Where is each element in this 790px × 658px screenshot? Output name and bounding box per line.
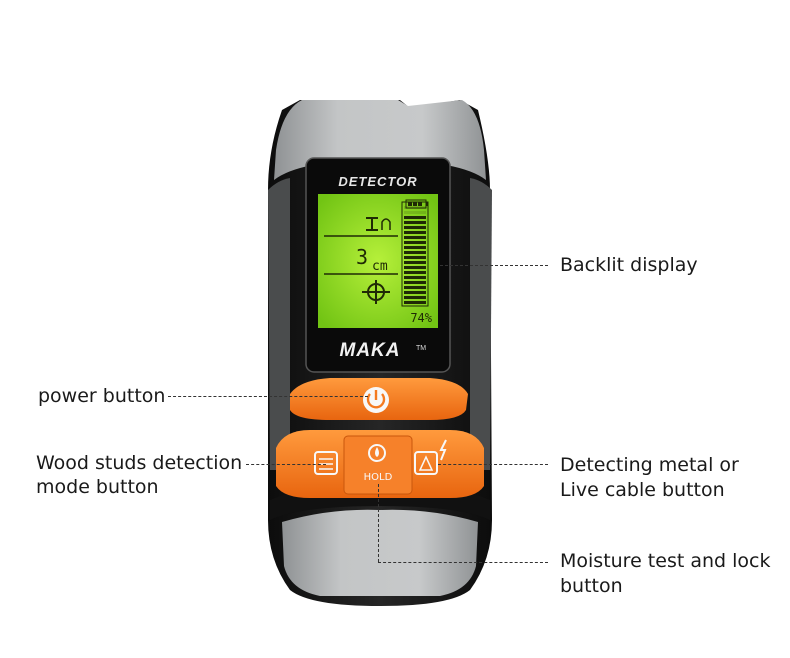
metal-leader-line: [438, 464, 548, 465]
signal-bar-segment: [404, 231, 426, 234]
signal-bar-segment: [404, 241, 426, 244]
power-button[interactable]: [363, 387, 389, 413]
power-icon: [366, 393, 386, 409]
detector-header-label: DETECTOR: [338, 174, 417, 189]
signal-bar-segment: [404, 251, 426, 254]
battery-icon: [405, 199, 428, 209]
wood-leader-line: [246, 464, 326, 465]
signal-bar-segment: [404, 286, 426, 289]
brand-trademark: TM: [416, 345, 426, 352]
lightning-icon: [439, 439, 447, 461]
signal-bar-segment: [404, 226, 426, 229]
signal-bar-segment: [404, 216, 426, 219]
signal-bar-segment: [404, 266, 426, 269]
power-leader-line: [168, 396, 368, 397]
bottom-grip: [282, 509, 478, 596]
signal-bar-segment: [404, 246, 426, 249]
signal-bar-segment: [404, 296, 426, 299]
brand-logo: MAKA: [340, 340, 401, 361]
signal-bar-segment: [404, 261, 426, 264]
wood-mode-icon: [366, 217, 391, 231]
signal-strength-meter: [401, 201, 429, 307]
signal-bar-segment: [404, 256, 426, 259]
metal-icon: [418, 455, 434, 471]
signal-bar-segment: [404, 236, 426, 239]
callout-moisture-line1: Moisture test and lock: [560, 550, 771, 572]
signal-bar-segment: [404, 291, 426, 294]
signal-bar-segment: [404, 276, 426, 279]
moisture-leader-vertical: [378, 484, 379, 562]
callout-power-button: power button: [38, 385, 166, 407]
callout-wood-studs-line1: Wood studs detection: [36, 452, 243, 474]
metal-live-cable-button[interactable]: [414, 439, 447, 475]
moisture-hold-button[interactable]: HOLD: [364, 444, 393, 483]
signal-bar-segment: [404, 281, 426, 284]
backlit-leader-line: [440, 265, 548, 266]
callout-metal-line2: Live cable button: [560, 479, 725, 501]
signal-bar-segment: [404, 301, 426, 304]
callout-backlit-display: Backlit display: [560, 254, 698, 276]
callout-metal-line1: Detecting metal or: [560, 454, 739, 476]
callout-wood-studs-line2: mode button: [36, 476, 159, 498]
crosshair-icon: [362, 280, 390, 304]
signal-bar-segment: [404, 271, 426, 274]
hold-label: HOLD: [364, 472, 393, 483]
distance-unit: cm: [372, 259, 388, 274]
backlit-lcd: 3 cm 74%: [318, 194, 438, 328]
distance-value: 3: [356, 245, 368, 269]
callout-moisture-line2: button: [560, 575, 623, 597]
moisture-leader-line: [378, 562, 548, 563]
signal-bar-segment: [404, 211, 426, 214]
signal-bar-segment: [404, 206, 426, 209]
water-drop-icon: [375, 447, 379, 457]
signal-bar-segment: [404, 221, 426, 224]
percent-readout: 74%: [410, 311, 432, 325]
